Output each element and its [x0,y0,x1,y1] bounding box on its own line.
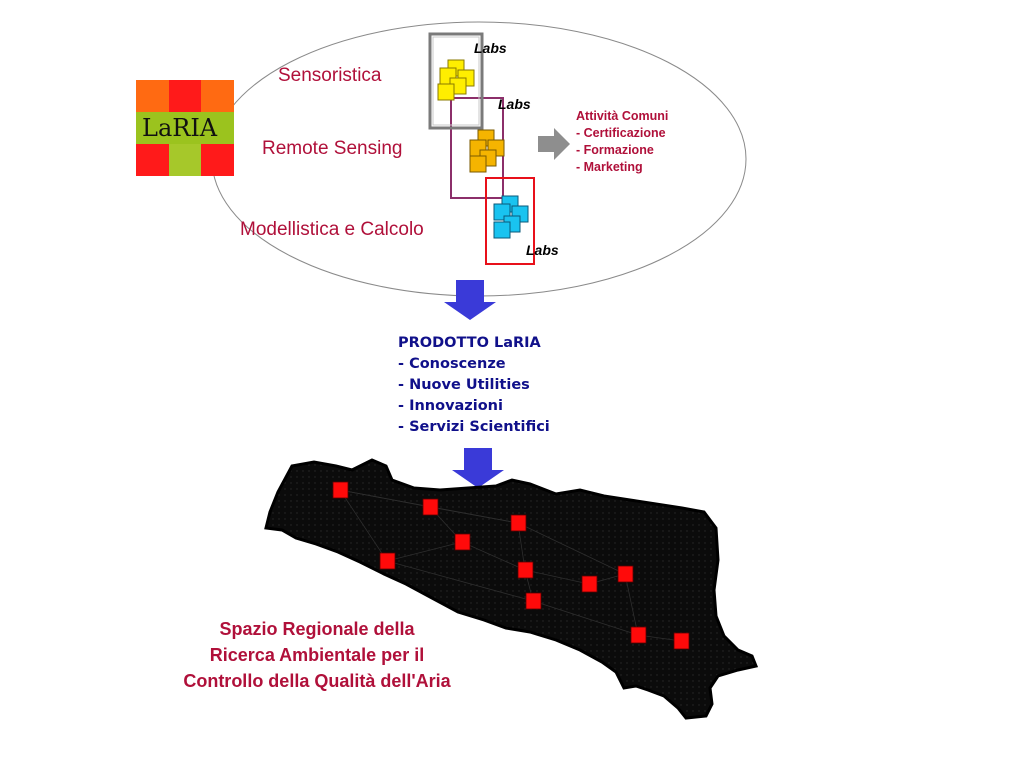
attivita-comuni: Attività Comuni - Certificazione - Forma… [576,108,668,176]
spazio-line: Ricerca Ambientale per il [209,645,425,665]
labs-label-middle: Labs [498,96,531,112]
attivita-item: - Formazione [576,143,654,157]
attivita-title: Attività Comuni [576,109,669,123]
yellow-document-stack-icon [437,59,475,101]
prodotto-laria: PRODOTTO LaRIA - Conoscenze - Nuove Util… [398,333,550,438]
monitoring-nodes [332,481,690,650]
map-node [379,552,396,570]
laria-logo: LaRIA [136,80,234,176]
map-node [510,514,527,532]
lab-box-modellistica [485,177,535,265]
prodotto-item: - Conoscenze [398,356,506,372]
map-node [332,481,349,499]
blue-down-arrow-icon [452,448,504,488]
logo-text: LaRIA [142,114,218,142]
spazio-regionale-caption: Spazio Regionale della Ricerca Ambiental… [162,616,472,694]
labs-label-top: Labs [474,40,507,56]
attivita-item: - Marketing [576,160,643,174]
section-modellistica: Modellistica e Calcolo [240,219,424,240]
orange-document-stack-icon [469,129,505,173]
map-node [517,561,534,579]
gray-right-arrow-icon [538,128,570,160]
prodotto-item: - Servizi Scientifici [398,419,550,435]
map-node [454,533,471,551]
map-node [673,632,690,650]
prodotto-item: - Nuove Utilities [398,377,530,393]
map-node [617,565,634,583]
region-outline [264,458,759,720]
map-node [581,575,598,593]
map-node [422,498,439,516]
map-node [630,626,647,644]
attivita-item: - Certificazione [576,126,666,140]
prodotto-title: PRODOTTO LaRIA [398,335,541,351]
section-remote-sensing: Remote Sensing [262,138,403,159]
prodotto-item: - Innovazioni [398,398,503,414]
lab-box-sensoristica [428,32,484,130]
blue-down-arrow-icon [444,280,496,320]
spazio-line: Controllo della Qualità dell'Aria [183,671,451,691]
section-sensoristica: Sensoristica [278,65,382,86]
cyan-document-stack-icon [493,195,529,239]
labs-label-bottom: Labs [526,242,559,258]
map-node [525,592,542,610]
spazio-line: Spazio Regionale della [219,619,415,639]
